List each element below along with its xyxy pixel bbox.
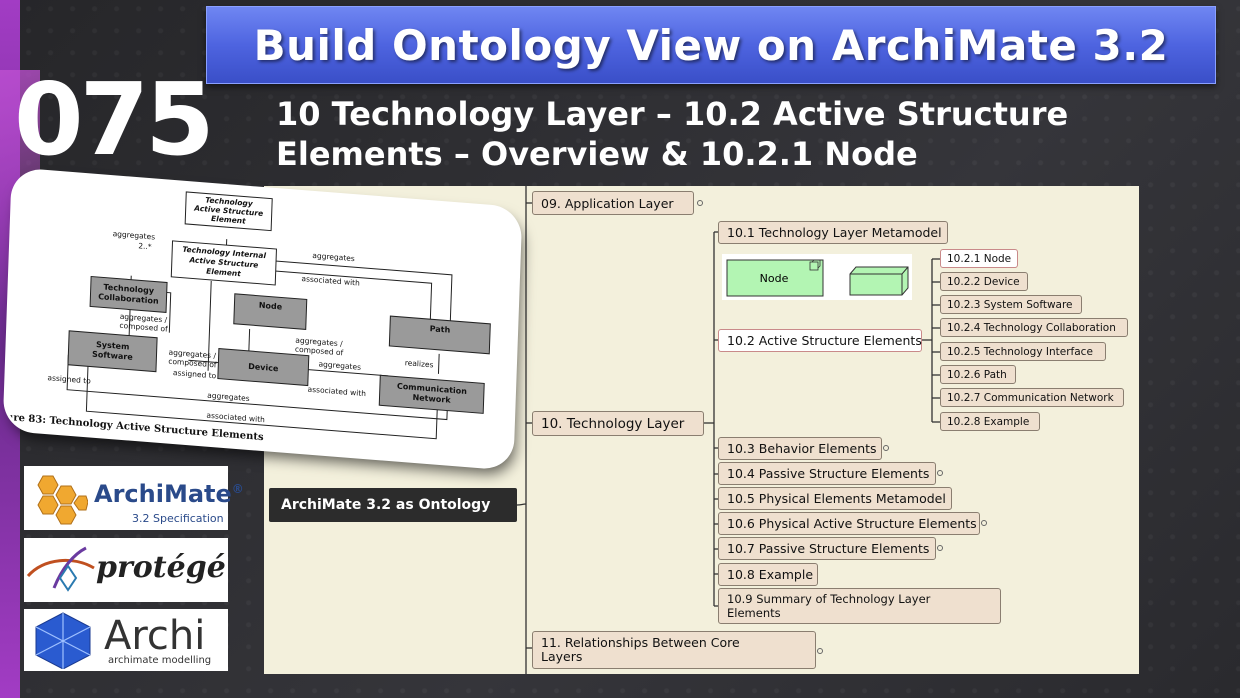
label-aggregates-4: aggregates bbox=[207, 391, 250, 403]
label-collab-1: Technology bbox=[103, 283, 155, 296]
summary-line-2: Elements bbox=[727, 606, 781, 620]
node-10-7[interactable]: 10.7 Passive Structure Elements bbox=[718, 537, 936, 560]
mindmap-connectors bbox=[516, 186, 940, 674]
node-application-layer[interactable]: 09. Application Layer bbox=[532, 191, 694, 215]
label-aggregates-1: aggregates bbox=[113, 229, 156, 241]
archi-subtitle: archimate modelling bbox=[108, 655, 212, 666]
subtitle-line-2: Elements – Overview & 10.2.1 Node bbox=[276, 135, 918, 173]
node-10-2-6[interactable]: 10.2.6 Path bbox=[940, 365, 1016, 384]
subtitle: 10 Technology Layer – 10.2 Active Struct… bbox=[276, 94, 1176, 174]
label-assoc-2: associated with bbox=[307, 385, 366, 399]
expand-dot[interactable] bbox=[817, 648, 823, 654]
label-realizes: realizes bbox=[405, 358, 434, 369]
node-10-2-1[interactable]: 10.2.1 Node bbox=[940, 249, 1018, 268]
node-figure-label: Node bbox=[760, 272, 789, 285]
protege-swoosh-icon bbox=[26, 546, 95, 592]
archi-cube-icon bbox=[35, 612, 91, 669]
label-comp-2: composed of bbox=[295, 345, 344, 358]
node-3d-edges bbox=[850, 266, 909, 295]
node-10-4[interactable]: 10.4 Passive Structure Elements bbox=[718, 462, 936, 485]
node-10-2-4[interactable]: 10.2.4 Technology Collaboration bbox=[940, 318, 1128, 337]
label-aggregates-2: aggregates bbox=[312, 251, 355, 263]
node-10-8[interactable]: 10.8 Example bbox=[718, 563, 818, 586]
box-tech-internal bbox=[170, 240, 277, 286]
protege-wordmark: protégé bbox=[96, 550, 226, 585]
node-element-rect bbox=[726, 259, 824, 297]
label-internal-3: Element bbox=[206, 267, 241, 279]
expand-dot[interactable] bbox=[981, 520, 987, 526]
protege-logo: protégé bbox=[24, 538, 228, 602]
box-tech-collaboration bbox=[89, 275, 168, 313]
mindmap-panel: ArchiMate 3.2 as Ontology 09. Applicatio… bbox=[264, 186, 1139, 674]
archimate-spec: 3.2 Specification bbox=[132, 512, 224, 525]
archimate-name: ArchiMate bbox=[94, 480, 232, 508]
archimate-reg: ® bbox=[231, 482, 244, 496]
label-assigned-2: assigned to bbox=[47, 373, 91, 385]
label-comp-3: composed of bbox=[168, 357, 217, 370]
label-agg-comp-3: aggregates / bbox=[168, 348, 216, 361]
node-10-2-7[interactable]: 10.2.7 Communication Network bbox=[940, 388, 1124, 407]
label-system-2: Software bbox=[92, 350, 134, 362]
expand-dot[interactable] bbox=[937, 545, 943, 551]
archimate-hex-icon bbox=[37, 475, 88, 525]
box-communication-network bbox=[378, 374, 485, 414]
metamodel-diagram: Technology Active Structure Element Tech… bbox=[6, 191, 491, 443]
node-10-5[interactable]: 10.5 Physical Elements Metamodel bbox=[718, 487, 952, 510]
subtitle-line-1: 10 Technology Layer – 10.2 Active Struct… bbox=[276, 95, 1069, 133]
node-3d-shape bbox=[849, 266, 909, 296]
label-aggregates-3: aggregates bbox=[318, 359, 361, 371]
label-node: Node bbox=[259, 301, 283, 312]
page-title: Build Ontology View on ArchiMate 3.2 bbox=[253, 20, 1169, 70]
node-box-icon-depth bbox=[811, 259, 821, 269]
archi-logo: Archi archimate modelling bbox=[24, 609, 228, 671]
expand-dot[interactable] bbox=[697, 200, 703, 206]
node-relationships[interactable]: 11. Relationships Between Core Layers bbox=[532, 631, 816, 669]
node-10-2-8[interactable]: 10.2.8 Example bbox=[940, 412, 1040, 431]
label-top-3: Element bbox=[211, 214, 246, 226]
label-comp-1: composed of bbox=[119, 321, 168, 334]
label-comm-2: Network bbox=[412, 393, 451, 405]
box-system-software bbox=[67, 330, 158, 373]
relationships-line-1: 11. Relationships Between Core bbox=[541, 635, 740, 650]
box-tech-active-structure bbox=[184, 191, 273, 232]
label-agg-comp-1: aggregates / bbox=[120, 312, 168, 325]
label-mult: 2..* bbox=[138, 241, 152, 251]
label-device: Device bbox=[248, 362, 279, 373]
label-top-1: Technology bbox=[205, 195, 254, 208]
expand-dot[interactable] bbox=[883, 445, 889, 451]
metamodel-diagram-card: Technology Active Structure Element Tech… bbox=[5, 170, 520, 468]
node-10-1[interactable]: 10.1 Technology Layer Metamodel bbox=[718, 221, 948, 244]
label-assigned-1: assigned to bbox=[173, 368, 217, 380]
mindmap-root[interactable]: ArchiMate 3.2 as Ontology bbox=[269, 488, 517, 522]
label-assoc-1: associated with bbox=[301, 274, 360, 288]
node-10-6[interactable]: 10.6 Physical Active Structure Elements bbox=[718, 512, 980, 535]
node-element-figure: Node bbox=[722, 254, 912, 300]
episode-number: 075 bbox=[14, 61, 215, 178]
title-banner: Build Ontology View on ArchiMate 3.2 bbox=[206, 6, 1216, 84]
label-path: Path bbox=[430, 324, 451, 335]
node-element-svg: Node bbox=[726, 259, 909, 297]
summary-line-1: 10.9 Summary of Technology Layer bbox=[727, 592, 931, 606]
node-10-2[interactable]: 10.2 Active Structure Elements bbox=[718, 329, 922, 352]
node-10-3[interactable]: 10.3 Behavior Elements bbox=[718, 437, 882, 460]
node-10-2-5[interactable]: 10.2.5 Technology Interface bbox=[940, 342, 1106, 361]
archimate-logo: ArchiMate® 3.2 Specification bbox=[24, 466, 244, 530]
label-agg-comp-2: aggregates / bbox=[295, 336, 343, 349]
node-10-9[interactable]: 10.9 Summary of Technology Layer Element… bbox=[718, 588, 1001, 624]
relationships-line-2: Layers bbox=[541, 649, 583, 664]
box-node bbox=[233, 293, 308, 330]
box-device bbox=[217, 348, 310, 387]
box-path bbox=[388, 315, 491, 355]
node-10-2-2[interactable]: 10.2.2 Device bbox=[940, 272, 1028, 291]
expand-dot[interactable] bbox=[937, 470, 943, 476]
archimate-wordmark: ArchiMate® bbox=[94, 480, 244, 508]
node-technology-layer[interactable]: 10. Technology Layer bbox=[532, 411, 704, 436]
node-box-icon bbox=[809, 261, 819, 271]
node-10-2-3[interactable]: 10.2.3 System Software bbox=[940, 295, 1082, 314]
archi-wordmark: Archi bbox=[104, 613, 206, 659]
label-system-1: System bbox=[96, 340, 130, 352]
label-assoc-3: associated with bbox=[206, 411, 265, 425]
